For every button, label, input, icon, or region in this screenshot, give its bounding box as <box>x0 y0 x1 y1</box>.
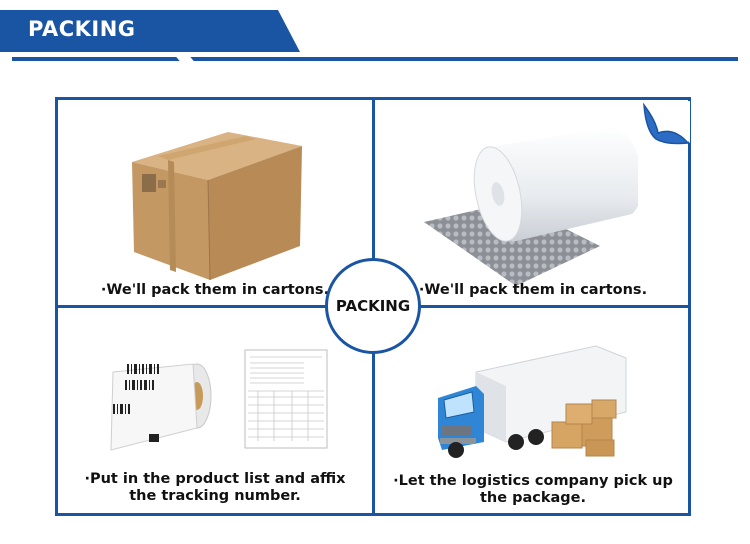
page-curl-icon <box>638 101 690 145</box>
panel-caption-logistics-line1: ·Let the logistics company pick up <box>393 473 673 489</box>
cardboard-box-image <box>132 132 302 281</box>
delivery-truck-image <box>438 345 627 458</box>
bubble-wrap-roll-image <box>424 127 638 286</box>
panel-caption-bubble-wrap: ·We'll pack them in cartons. <box>418 282 648 298</box>
shipping-labels-image <box>110 363 212 451</box>
panel-caption-product-list-line1: ·Put in the product list and affix <box>84 471 346 487</box>
panel-caption-logistics-line2: the package. <box>479 490 587 506</box>
header-banner <box>0 10 300 52</box>
center-badge-label: PACKING <box>335 297 411 315</box>
page-title: PACKING <box>28 17 136 41</box>
panel-caption-product-list-line2: the tracking number. <box>129 488 301 504</box>
panel-caption-cartons: ·We'll pack them in cartons. <box>100 282 330 298</box>
packing-list-document-image <box>244 349 328 449</box>
header-rule <box>12 57 738 61</box>
center-packing-badge: PACKING <box>325 258 421 354</box>
